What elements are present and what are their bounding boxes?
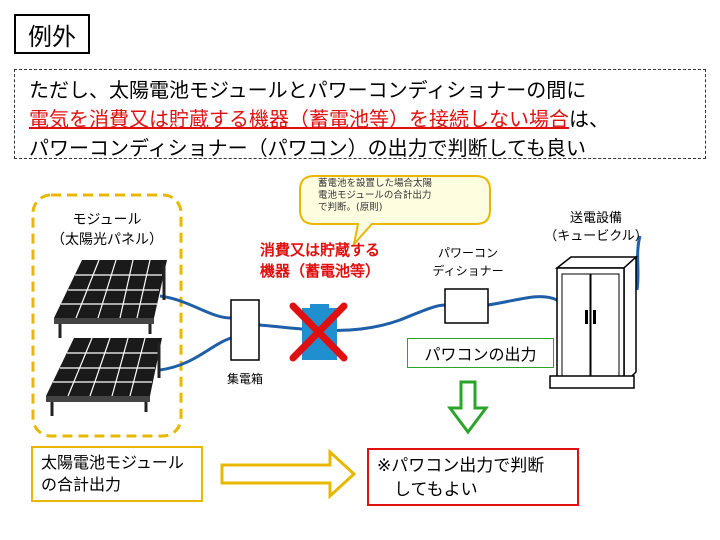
note-line-1: ただし、太陽電池モジュールとパワーコンディショナーの間に — [29, 78, 587, 102]
pcs-label-line-2: ディショナー — [432, 264, 504, 278]
green-down-arrow — [447, 380, 489, 435]
pcs-box — [444, 288, 489, 324]
module-output-line-1: 太陽電池モジュール — [41, 453, 184, 472]
module-output-box: 太陽電池モジュール の合計出力 — [31, 446, 203, 502]
storage-label-line-2: 機器（蓄電池等） — [259, 262, 380, 280]
bubble-text-line-2: 電池モジュールの合計出力 — [318, 190, 432, 201]
substation-label-line-1: 送電設備 — [569, 211, 622, 226]
junction-box — [230, 299, 260, 361]
module-group-outline — [31, 193, 183, 438]
exception-note: ただし、太陽電池モジュールとパワーコンディショナーの間に 電気を消費又は貯蔵する… — [14, 69, 706, 160]
cable-to-substation — [487, 295, 558, 307]
junction-box-label: 集電箱 — [226, 372, 263, 386]
page-title: 例外 — [14, 14, 90, 54]
result-line-1: ※パワコン出力で判断 — [377, 456, 545, 476]
solar-panel-bottom — [46, 337, 162, 416]
note-line-2: 電気を消費又は貯蔵する機器（蓄電池等）を接続しない場合は、 — [29, 105, 691, 134]
result-box: ※パワコン出力で判断 してもよい — [367, 448, 579, 506]
cubicle-icon — [549, 255, 638, 389]
bubble-text-line-3: で判断。(原則) — [318, 202, 383, 213]
cable-out — [635, 235, 642, 291]
module-label-line-1: モジュール — [72, 212, 142, 228]
storage-device-label: 消費又は貯蔵する 機器（蓄電池等） — [240, 240, 400, 282]
module-output-line-2: の合計出力 — [41, 475, 122, 494]
note-line-3: パワーコンディショナー（パワコン）の出力で判断しても良い — [29, 136, 586, 160]
cable-panel-2 — [159, 336, 232, 372]
yellow-right-arrow — [220, 448, 357, 500]
solar-panel-top — [54, 259, 167, 338]
storage-label-line-1: 消費又は貯蔵する — [259, 241, 380, 259]
note-line-2-rest: は、 — [569, 107, 609, 131]
pcs-label-line-1: パワーコン — [437, 246, 498, 260]
speech-bubble — [299, 175, 491, 248]
substation-label: 送電設備 （キュービクル） — [538, 210, 654, 246]
cables — [159, 235, 642, 372]
pcs-label: パワーコン ディショナー — [418, 244, 518, 280]
bubble-text-line-1: 蓄電池を設置した場合太陽 — [318, 178, 433, 189]
prohibited-x-icon — [289, 302, 348, 362]
pcs-output-box: パワコンの出力 — [407, 338, 554, 368]
cable-to-pcs — [258, 303, 446, 332]
result-line-2: してもよい — [377, 480, 478, 500]
substation-label-line-2: （キュービクル） — [544, 229, 648, 244]
module-label-line-2: （太陽光パネル） — [51, 232, 163, 248]
note-red-condition: 電気を消費又は貯蔵する機器（蓄電池等）を接続しない場合 — [29, 107, 569, 131]
cable-panel-1 — [159, 294, 232, 320]
module-label: モジュール （太陽光パネル） — [40, 210, 174, 250]
bubble-text: 蓄電池を設置した場合太陽 電池モジュールの合計出力 で判断。(原則) — [318, 178, 468, 214]
